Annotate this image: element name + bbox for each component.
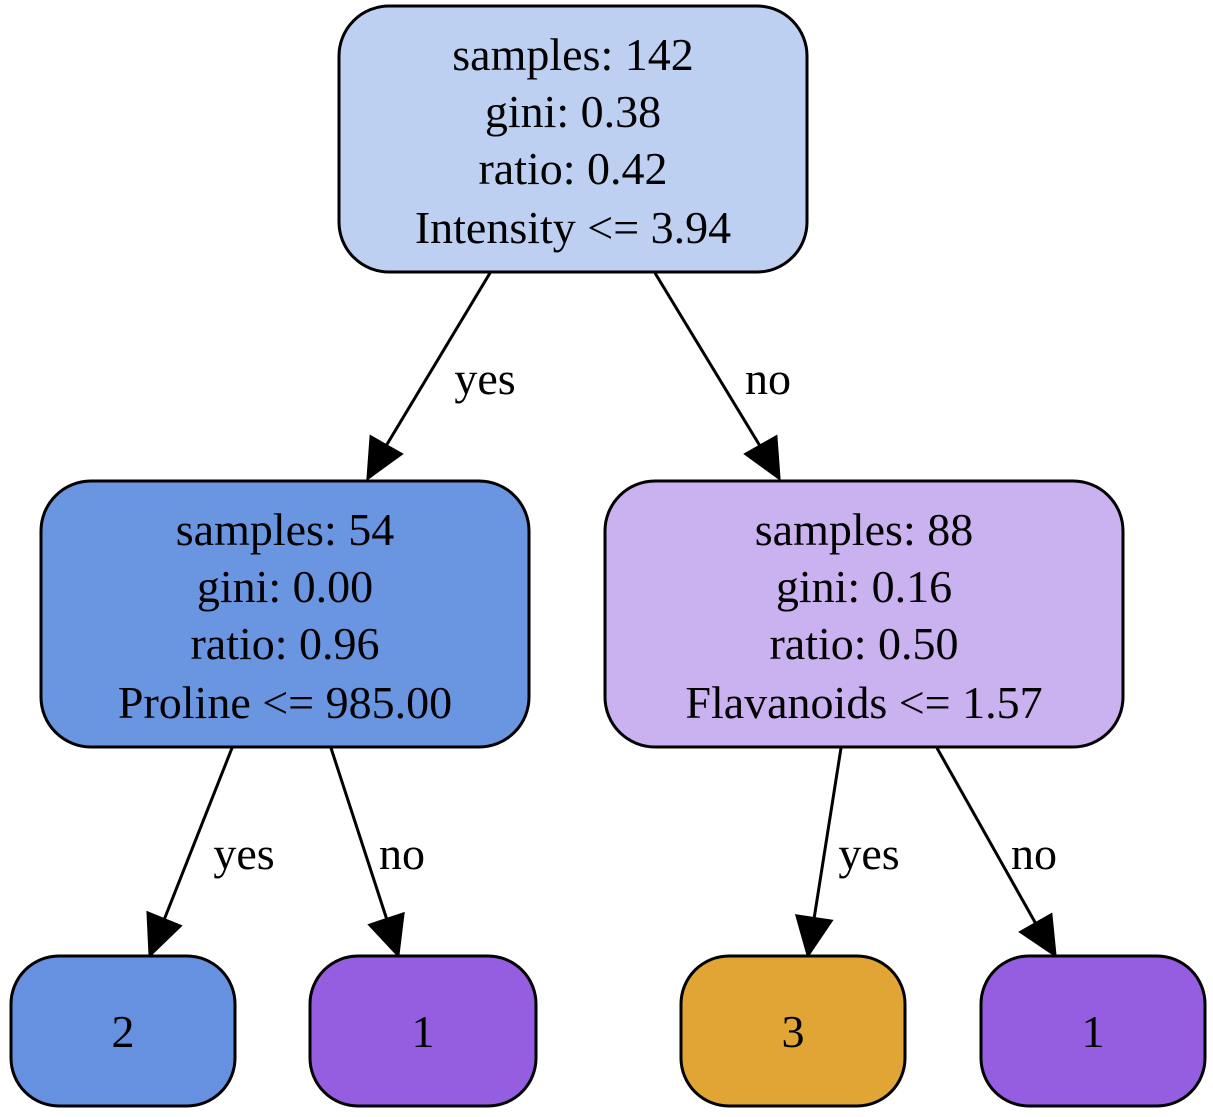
edge-root-to-left: yes [366, 272, 516, 482]
edge-label-no: no [1011, 828, 1057, 879]
leaf-box [308, 954, 538, 1108]
node-box [603, 479, 1125, 749]
edge-label-yes: yes [838, 828, 899, 879]
edge-right-to-leaf-4: no [935, 747, 1057, 959]
edge-label-yes: yes [454, 353, 515, 404]
leaf-box [9, 954, 237, 1108]
edge-label-no: no [379, 828, 425, 879]
leaf-label: 3 [782, 1006, 805, 1057]
node-line-samples: samples: 54 [176, 504, 394, 555]
edge-label-yes: yes [213, 828, 274, 879]
edge-left-to-leaf-2: no [329, 747, 425, 959]
node-line-ratio: ratio: 0.50 [769, 618, 958, 669]
node-box [39, 479, 531, 749]
arrowhead-icon [1018, 912, 1057, 959]
edge-right-to-leaf-3: yes [794, 747, 900, 959]
node-line-gini: gini: 0.00 [197, 561, 373, 612]
leaf-label: 2 [112, 1006, 135, 1057]
tree-node-left: samples: 54 gini: 0.00 ratio: 0.96 Proli… [39, 479, 531, 749]
tree-leaf-2: 1 [308, 954, 538, 1108]
node-line-gini: gini: 0.38 [485, 86, 661, 137]
edge-left-to-leaf-1: yes [146, 747, 275, 959]
edge-root-to-right: no [653, 272, 791, 482]
edge-label-no: no [745, 353, 791, 404]
node-line-samples: samples: 142 [452, 29, 693, 80]
node-line-ratio: ratio: 0.96 [190, 618, 379, 669]
tree-node-root: samples: 142 gini: 0.38 ratio: 0.42 Inte… [337, 4, 809, 274]
node-line-samples: samples: 88 [755, 504, 973, 555]
arrowhead-icon [794, 914, 834, 959]
leaf-box [979, 954, 1207, 1108]
arrowhead-icon [146, 910, 183, 959]
edges: yes no yes no yes no [146, 272, 1057, 959]
arrowhead-icon [743, 434, 781, 482]
tree-leaf-4: 1 [979, 954, 1207, 1108]
node-box [337, 4, 809, 274]
arrowhead-icon [366, 434, 404, 482]
node-line-split: Flavanoids <= 1.57 [685, 677, 1042, 728]
node-line-ratio: ratio: 0.42 [478, 143, 667, 194]
arrowhead-icon [367, 911, 405, 959]
tree-leaf-1: 2 [9, 954, 237, 1108]
leaf-label: 1 [412, 1006, 435, 1057]
tree-node-right: samples: 88 gini: 0.16 ratio: 0.50 Flava… [603, 479, 1125, 749]
node-line-split: Intensity <= 3.94 [415, 202, 731, 253]
node-line-split: Proline <= 985.00 [118, 677, 452, 728]
tree-leaf-3: 3 [679, 954, 907, 1108]
leaf-box [679, 954, 907, 1108]
node-line-gini: gini: 0.16 [776, 561, 952, 612]
leaf-label: 1 [1082, 1006, 1105, 1057]
